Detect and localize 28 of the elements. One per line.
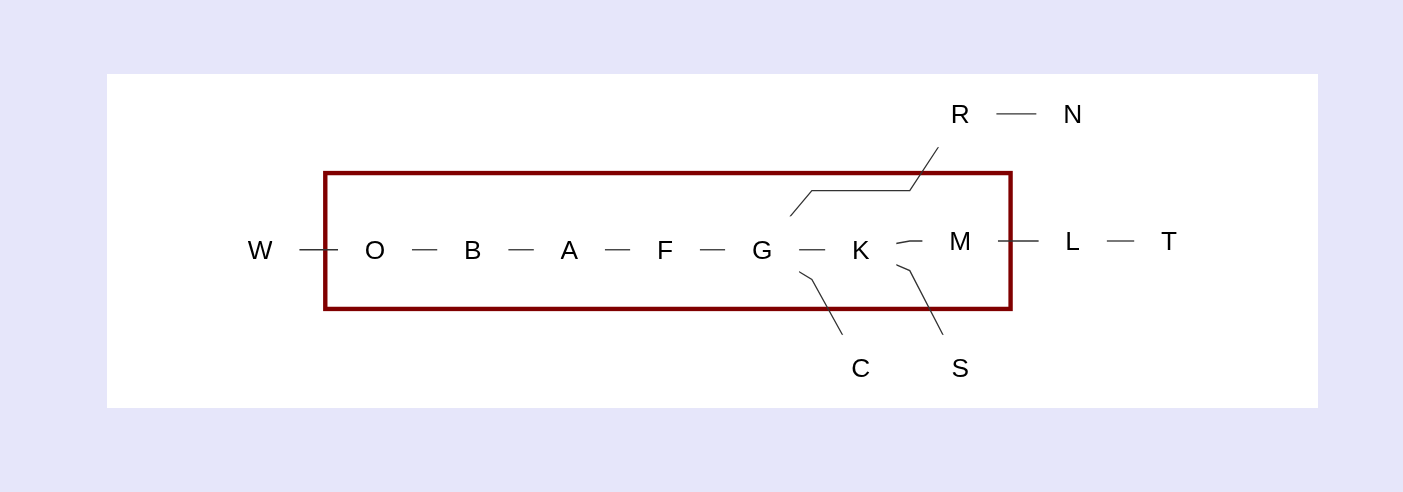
connector: [1105, 240, 1136, 242]
connector: [895, 240, 924, 245]
node-text: T: [1161, 226, 1178, 256]
connector: [603, 249, 632, 251]
node-text: O: [364, 235, 386, 265]
node-text: S: [951, 353, 969, 383]
node-text: G: [751, 235, 773, 265]
connector: [995, 113, 1038, 115]
node-text: F: [656, 235, 674, 265]
node-text: C: [851, 353, 871, 383]
connector: [410, 249, 439, 251]
connector: [789, 146, 940, 218]
connector: [298, 249, 340, 251]
connector: [798, 249, 827, 251]
connector: [798, 270, 844, 336]
node-text: R: [950, 99, 970, 129]
connector: [996, 240, 1040, 242]
node-text: L: [1065, 226, 1080, 256]
node-text: N: [1063, 99, 1083, 129]
cluster: [323, 170, 1013, 312]
node-text: A: [560, 235, 579, 265]
connector: [698, 249, 727, 251]
node-text: W: [247, 235, 273, 265]
connector: [507, 249, 535, 251]
node-text: M: [949, 226, 972, 256]
node-text: K: [852, 235, 870, 265]
node-text: B: [464, 235, 482, 265]
connector: [895, 264, 944, 336]
